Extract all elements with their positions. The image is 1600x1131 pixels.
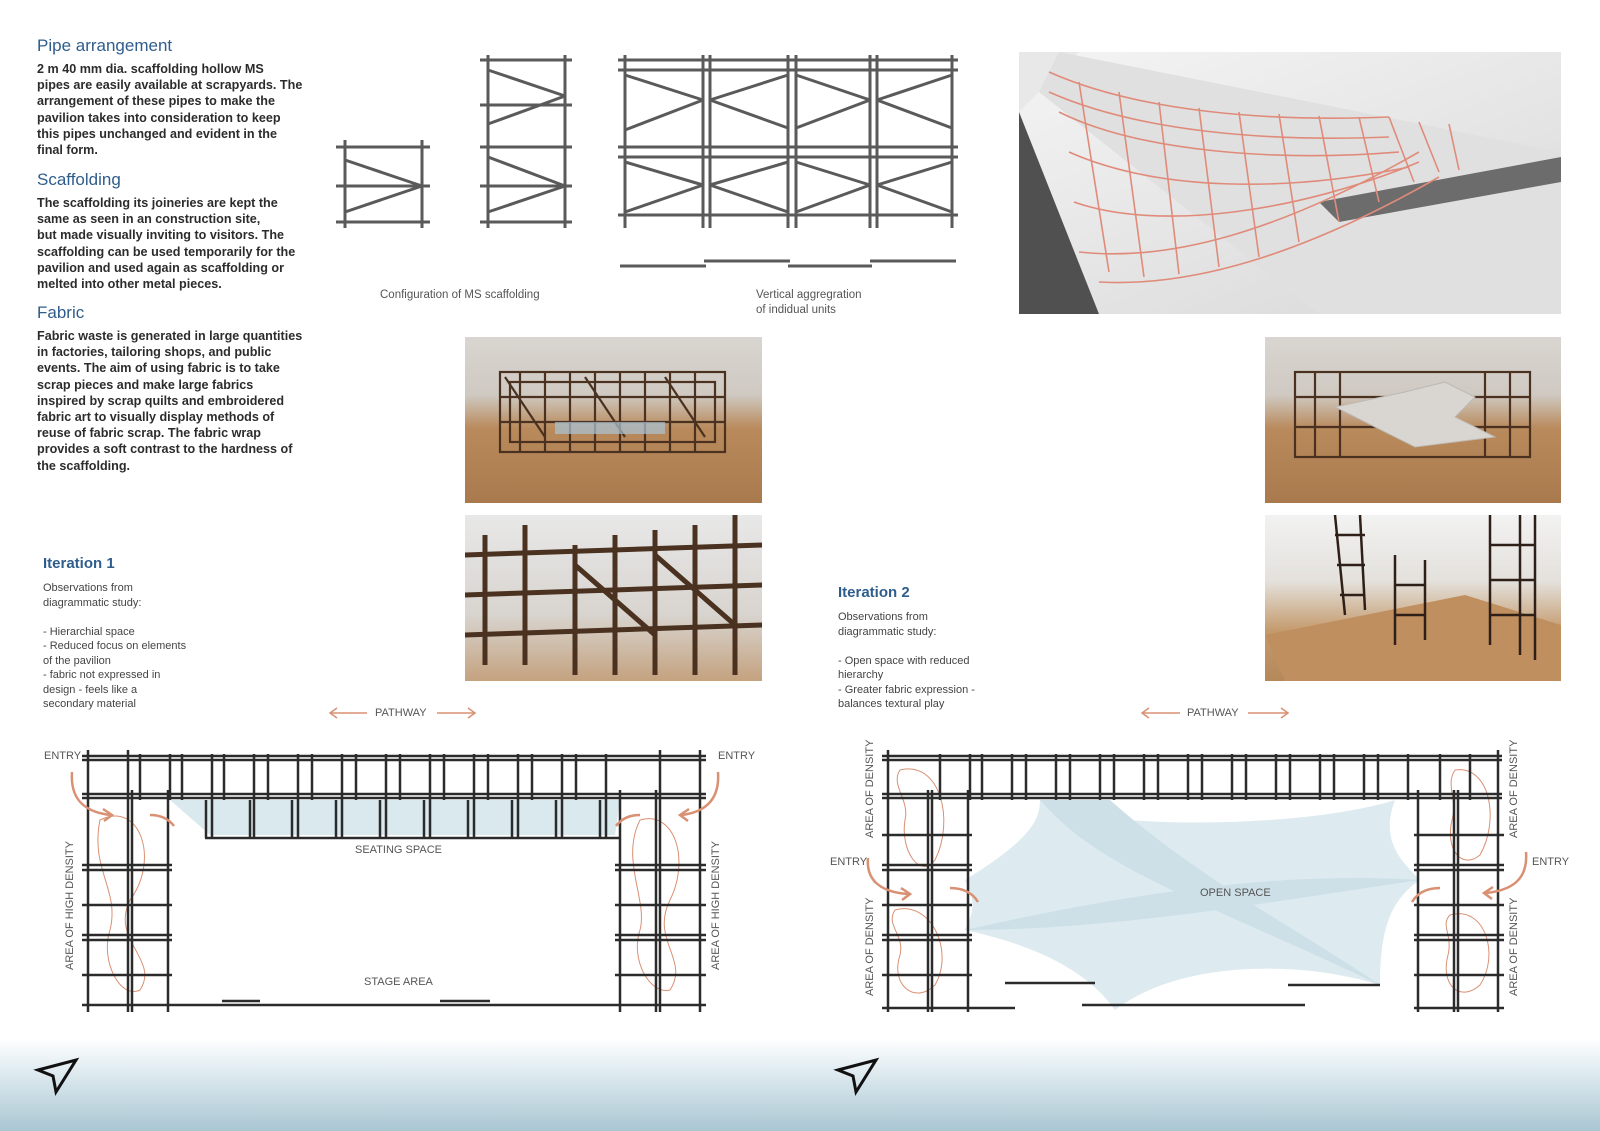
- iteration2-density-top-right-label: AREA OF DENSITY: [1508, 739, 1520, 838]
- iteration2-density-bottom-right-label: AREA OF DENSITY: [1508, 897, 1520, 996]
- iteration2-density-bottom-left-label: AREA OF DENSITY: [864, 897, 876, 996]
- iteration2-entry-right-label: ENTRY: [1532, 856, 1570, 868]
- section-title-pipe-arrangement: Pipe arrangement: [37, 36, 173, 55]
- pavilion-render-image: [1019, 52, 1561, 314]
- section-title-fabric: Fabric: [37, 303, 85, 322]
- stage-area-label: STAGE AREA: [364, 976, 433, 988]
- iteration2-title: Iteration 2: [838, 584, 910, 601]
- config-caption: Configuration of MS scaffolding: [380, 289, 540, 301]
- model-photo-iteration1-top: [465, 337, 762, 503]
- logo-arrow-icon-right: [833, 1057, 880, 1097]
- iteration1-entry-right-label: ENTRY: [718, 750, 756, 762]
- section-body-fabric: Fabric waste is generated in large quant…: [37, 329, 303, 473]
- model-photo-iteration1-closeup: [465, 515, 762, 681]
- section-title-scaffolding: Scaffolding: [37, 170, 121, 189]
- model-photo-iteration2-top: [1265, 337, 1561, 503]
- footer-gradient: [0, 1038, 1600, 1131]
- iteration2-density-top-left-label: AREA OF DENSITY: [864, 739, 876, 838]
- open-space-label: OPEN SPACE: [1200, 887, 1271, 899]
- logo-arrow-icon: [33, 1057, 80, 1097]
- iteration1-title: Iteration 1: [43, 555, 115, 572]
- model-photo-iteration2-perspective: [1265, 515, 1561, 681]
- iteration2-entry-left-label: ENTRY: [830, 856, 868, 868]
- section-body-scaffolding: The scaffolding its joineries are kept t…: [37, 196, 296, 292]
- iteration1-pathway-label: PATHWAY: [375, 707, 427, 719]
- seating-space-label: SEATING SPACE: [355, 844, 443, 856]
- iteration2-pathway-label: PATHWAY: [1187, 707, 1239, 719]
- iteration1-entry-left-label: ENTRY: [44, 750, 82, 762]
